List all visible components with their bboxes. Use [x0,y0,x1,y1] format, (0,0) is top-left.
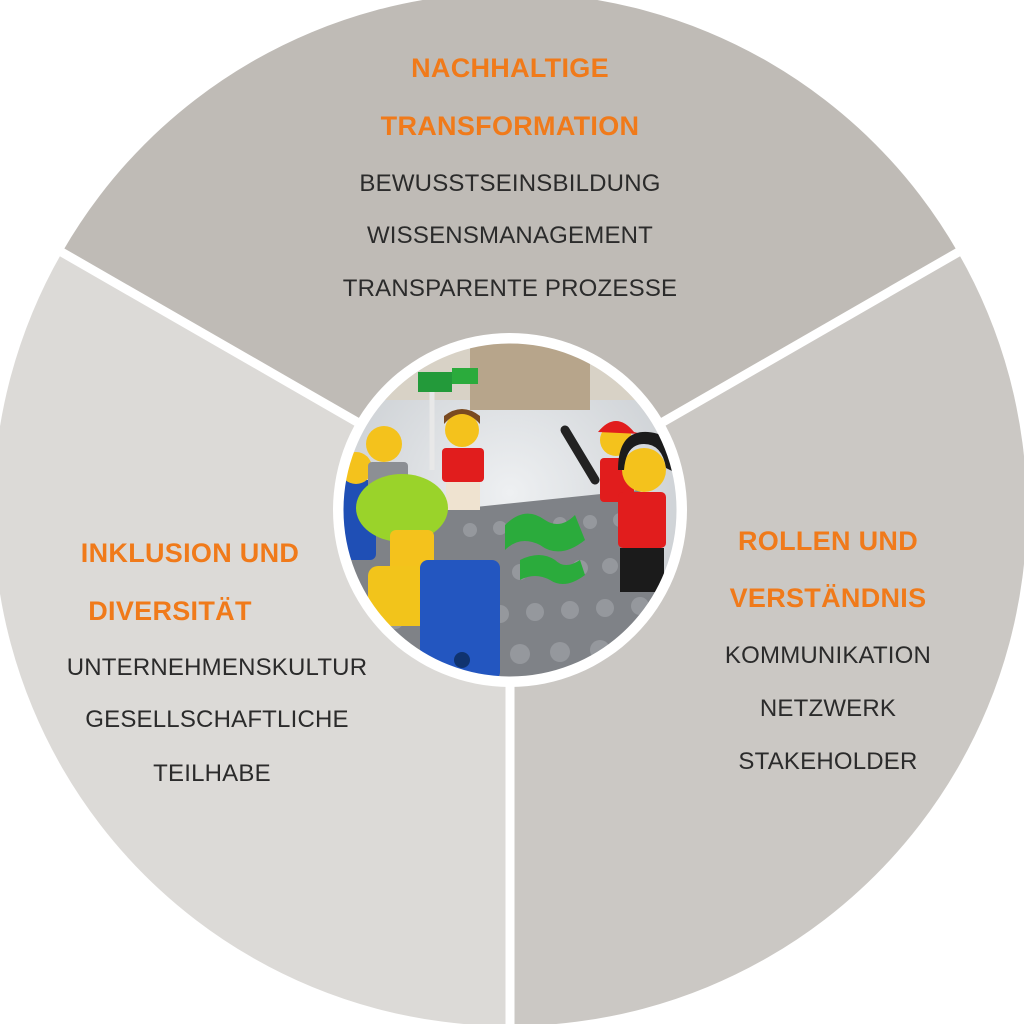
segment-right-item: KOMMUNIKATION [725,642,931,669]
segment-left-item: UNTERNEHMENSKULTUR [67,654,368,681]
segment-right-item: STAKEHOLDER [738,748,917,775]
segment-right-labels: ROLLEN UND VERSTÄNDNIS KOMMUNIKATION NET… [725,526,931,775]
segment-right-item: NETZWERK [760,695,896,722]
segment-left-heading-line-2: DIVERSITÄT [88,596,252,626]
green-flags [418,368,478,470]
segment-left-item: TEILHABE [153,760,271,787]
segment-top-item: WISSENSMANAGEMENT [367,222,653,249]
segment-left-heading-line-1: INKLUSION UND [81,538,299,568]
green-pieces [505,513,585,584]
segment-top-item: TRANSPARENTE PROZESSE [343,275,677,302]
figure-black-hair [618,431,675,592]
segment-left-item: GESELLSCHAFTLICHE [85,706,348,733]
segment-top-heading-line-1: NACHHALTIGE [411,53,609,83]
figure-green-cap-foreground [356,474,500,678]
segment-top-labels: NACHHALTIGE TRANSFORMATION BEWUSSTSEINSB… [343,53,677,302]
segment-top [62,0,958,510]
figure-red-center [442,409,484,510]
segment-top-heading-line-2: TRANSFORMATION [381,111,640,141]
segment-top-item: BEWUSSTSEINSBILDUNG [359,170,660,197]
segment-right-heading-line-2: VERSTÄNDNIS [730,583,927,613]
segment-left-labels: INKLUSION UND DIVERSITÄT UNTERNEHMENSKUL… [67,538,368,787]
segment-right-heading-line-1: ROLLEN UND [738,526,918,556]
